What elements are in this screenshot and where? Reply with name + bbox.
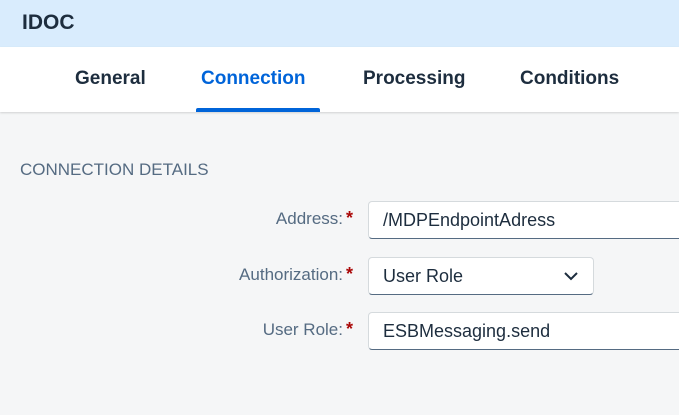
authorization-value: User Role <box>383 266 464 286</box>
authorization-select[interactable]: User Role <box>368 257 594 295</box>
required-mark: * <box>346 208 354 228</box>
address-input[interactable]: /MDPEndpointAdress <box>368 201 679 239</box>
tab-processing[interactable]: Processing <box>363 68 466 89</box>
user-role-input[interactable]: ESBMessaging.send <box>368 312 679 350</box>
required-mark: * <box>346 319 354 339</box>
tab-general[interactable]: General <box>75 68 146 89</box>
user-role-label: User Role: <box>262 320 343 339</box>
section-title: CONNECTION DETAILS <box>20 160 209 179</box>
active-tab-indicator <box>196 108 320 112</box>
tab-conditions[interactable]: Conditions <box>520 68 620 89</box>
chevron-down-icon[interactable] <box>563 264 579 293</box>
header: IDOC <box>0 0 679 47</box>
page-title: IDOC <box>22 11 75 34</box>
tab-connection[interactable]: Connection <box>201 68 306 89</box>
address-label: Address: <box>275 209 343 228</box>
tab-bar: General Connection Processing Conditions <box>0 47 679 112</box>
authorization-label: Authorization: <box>239 265 343 284</box>
required-mark: * <box>346 264 354 284</box>
